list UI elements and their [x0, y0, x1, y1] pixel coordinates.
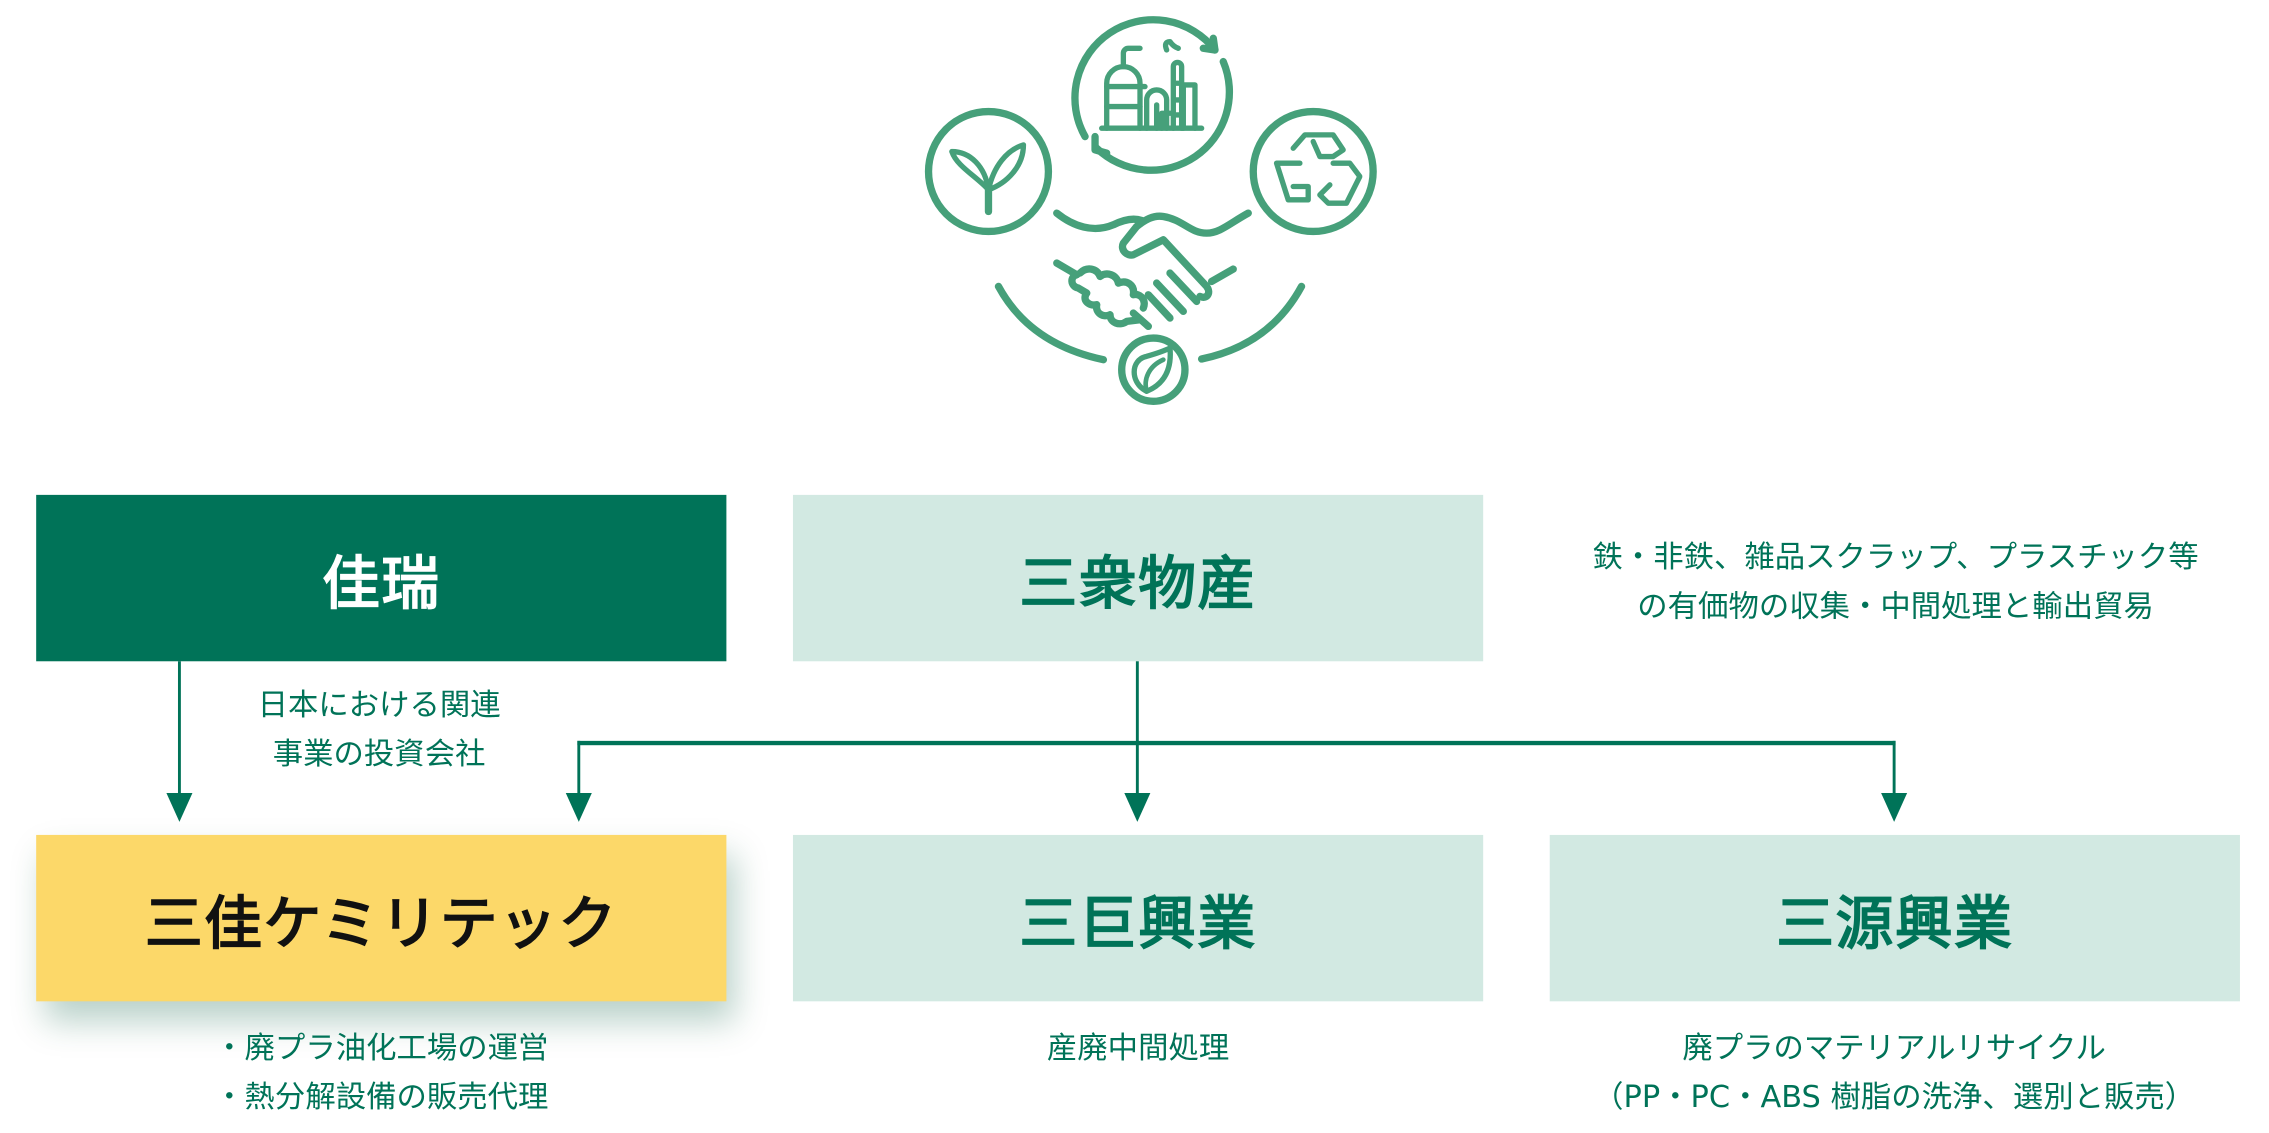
description-line: 産廃中間処理	[1046, 1030, 1230, 1065]
lower-arcs	[994, 282, 1306, 364]
arrow-down-icon	[1124, 792, 1151, 822]
leaf-icon	[1118, 334, 1189, 405]
sanzhong-description: 鉄・非鉄、雑品スクラップ、プラスチック等 の有価物の収集・中間処理と輸出貿易	[1519, 532, 2269, 630]
company-name: 三巨興業	[1019, 890, 1257, 958]
arrow-down-icon	[1881, 792, 1908, 822]
connector-line	[1892, 740, 1896, 795]
company-name: 佳瑞	[321, 550, 441, 618]
company-box-sanjia-chemitech: 三佳ケミリテック	[36, 834, 727, 1002]
connector-line	[577, 740, 581, 795]
company-name: 三衆物産	[1019, 550, 1257, 618]
sustainability-handshake-icon	[924, 16, 1377, 405]
description-line: ・廃プラ油化工場の運営	[214, 1030, 549, 1065]
sanjia-description: ・廃プラ油化工場の運営 ・熱分解設備の販売代理	[36, 1023, 726, 1121]
arrow-down-icon	[166, 792, 193, 822]
description-line: 廃プラのマテリアルリサイクル	[1682, 1030, 2106, 1065]
connector-line	[1135, 661, 1139, 795]
company-box-jiarui: 佳瑞	[36, 494, 727, 662]
factory-icon	[1099, 38, 1205, 131]
description-line: 鉄・非鉄、雑品スクラップ、プラスチック等	[1592, 539, 2199, 575]
company-name: 三佳ケミリテック	[144, 890, 618, 958]
connector-line	[177, 661, 181, 795]
company-box-sanju: 三巨興業	[792, 834, 1484, 1002]
cycle-arrows-icon	[1071, 16, 1234, 174]
description-line: 事業の投資会社	[272, 736, 486, 772]
arrow-down-icon	[565, 792, 592, 822]
company-box-sanzhong: 三衆物産	[792, 494, 1484, 662]
description-line: （PP・PC・ABS 樹脂の洗浄、選別と販売）	[1593, 1079, 2196, 1115]
sprout-icon	[924, 107, 1053, 236]
connector-line	[577, 740, 1896, 746]
description-line: 日本における関連	[257, 687, 501, 723]
description-line: の有価物の収集・中間処理と輸出貿易	[1637, 588, 2154, 624]
jiarui-description: 日本における関連 事業の投資会社	[188, 680, 570, 778]
description-line: ・熱分解設備の販売代理	[214, 1079, 549, 1115]
company-name: 三源興業	[1776, 890, 2014, 958]
company-box-sanyuan: 三源興業	[1549, 834, 2240, 1002]
handshake-icon	[1053, 209, 1252, 331]
sanju-description: 産廃中間処理	[793, 1023, 1483, 1072]
sanyuan-description: 廃プラのマテリアルリサイクル （PP・PC・ABS 樹脂の洗浄、選別と販売）	[1519, 1023, 2269, 1121]
recycle-icon	[1249, 107, 1377, 236]
